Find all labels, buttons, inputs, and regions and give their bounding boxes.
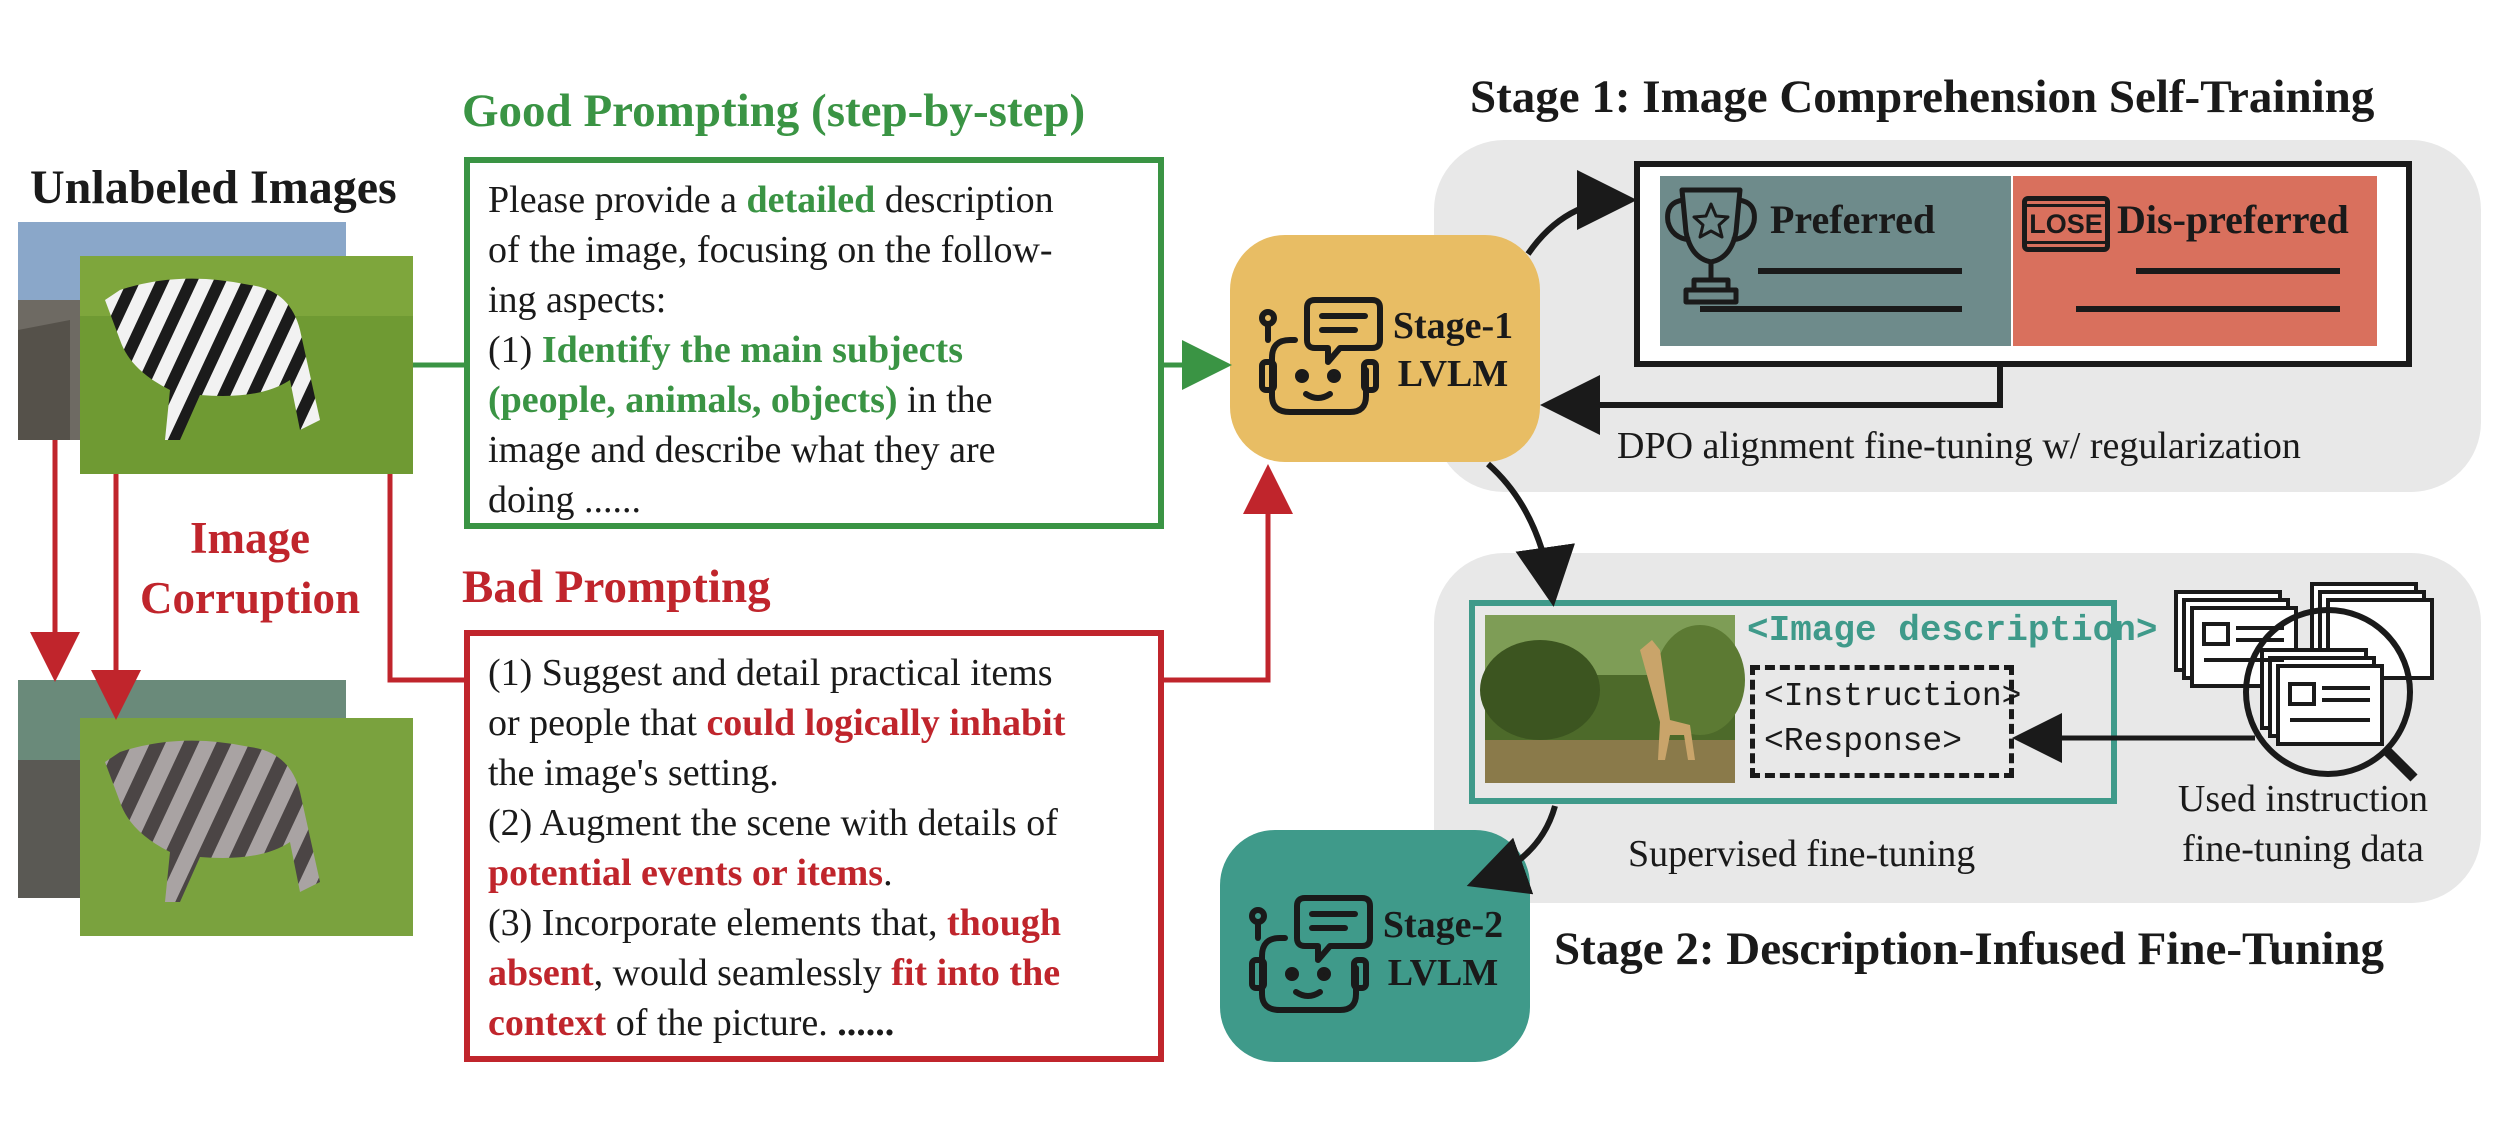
good-prompt-line: of the image, focusing on the follow- — [488, 225, 1140, 275]
stage2-lvlm-label: Stage-2 LVLM — [1382, 904, 1504, 994]
bad-prompt-line: (1) Suggest and detail practical items — [488, 648, 1140, 698]
dispreferred-line-1 — [2136, 268, 2340, 274]
bad-prompt-segment: could logically inhabit — [706, 702, 1066, 744]
response-tag: <Response> — [1764, 723, 1963, 760]
instruction-tag: <Instruction> — [1764, 678, 2022, 715]
good-prompt-segment: (people, animals, objects) — [488, 379, 898, 421]
good-prompt-line: ing aspects: — [488, 275, 1140, 325]
bad-prompt-segment: the image's setting. — [488, 752, 779, 794]
bad-prompt-line: absent, would seamlessly fit into the — [488, 948, 1140, 998]
lose-badge-text: LOSE — [2023, 204, 2109, 244]
good-prompt-segment: Identify the main subjects — [541, 329, 963, 371]
bad-prompt-segment: potential events or items — [488, 852, 884, 894]
dpo-caption: DPO alignment fine-tuning w/ regularizat… — [1617, 425, 2301, 467]
bad-prompt-line: or people that could logically inhabit — [488, 698, 1140, 748]
bad-prompt-segment: (3) Incorporate elements that, — [488, 902, 947, 944]
railway-image-corrupted — [18, 680, 346, 898]
bad-prompt-line: the image's setting. — [488, 748, 1140, 798]
good-prompting-title: Good Prompting (step-by-step) — [462, 85, 1086, 137]
bad-prompt-segment: . — [883, 852, 893, 894]
bad-prompt-segment: (1) Suggest and detail practical items — [488, 652, 1053, 694]
zebra-image — [80, 256, 413, 474]
good-prompt-line: (people, animals, objects) in the — [488, 375, 1140, 425]
good-prompt-segment: detailed — [746, 179, 876, 221]
dispreferred-label: Dis-preferred — [2117, 197, 2349, 242]
preferred-line-2 — [1700, 306, 1962, 312]
dispreferred-line-2 — [2076, 306, 2340, 312]
good-prompt-segment: of the image, focusing on the follow- — [488, 229, 1053, 271]
good-prompt-line: image and describe what they are — [488, 425, 1140, 475]
image-corruption-label: Image Corruption — [139, 513, 360, 623]
stage1-title: Stage 1: Image Comprehension Self-Traini… — [1470, 71, 2375, 123]
bad-prompt-segment: of the picture. — [606, 1002, 838, 1044]
sft-frame — [1469, 600, 2117, 804]
railway-image-back — [18, 222, 346, 440]
lose-badge-icon: LOSE — [2022, 196, 2110, 252]
stage2-title: Stage 2: Description-Infused Fine-Tuning — [1554, 923, 2385, 975]
bad-prompt-line: context of the picture. ...... — [488, 998, 1140, 1048]
zebra-image-corrupted — [80, 718, 413, 936]
unlabeled-images-title: Unlabeled Images — [30, 161, 397, 214]
good-prompt-segment: Please provide a — [488, 179, 747, 221]
instruction-response-box — [1750, 665, 2014, 778]
bad-prompt-segment: (2) Augment the scene with details of — [488, 802, 1058, 844]
good-prompt-segment: ing aspects: — [488, 279, 667, 321]
bad-prompt-line: (3) Incorporate elements that, though — [488, 898, 1140, 948]
good-prompt-line: (1) Identify the main subjects — [488, 325, 1140, 375]
image-description-tag: <Image description> — [1747, 610, 2158, 651]
bad-prompt-segment: or people that — [488, 702, 707, 744]
sft-caption: Supervised fine-tuning — [1628, 833, 1976, 875]
used-data-caption: Used instruction fine-tuning data — [2177, 778, 2429, 870]
good-prompt-line: Please provide a detailed description — [488, 175, 1140, 225]
bad-prompt-line: (2) Augment the scene with details of — [488, 798, 1140, 848]
bad-prompt-segment: , would seamlessly — [593, 952, 892, 994]
good-prompt-segment: image and describe what they are — [488, 429, 996, 471]
bad-prompt-segment: fit into the — [891, 952, 1061, 994]
good-prompt-segment: doing ...... — [488, 479, 642, 521]
bad-prompt-segment: context — [488, 1002, 607, 1044]
preferred-line-1 — [1758, 268, 1962, 274]
good-prompt-segment: description — [875, 179, 1054, 221]
bad-prompting-title: Bad Prompting — [462, 561, 771, 613]
bad-prompt-segment: absent — [488, 952, 594, 994]
bad-prompt-line: potential events or items. — [488, 848, 1140, 898]
good-prompt-line: doing ...... — [488, 475, 1140, 525]
preferred-label: Preferred — [1770, 197, 1936, 242]
stage1-lvlm-label: Stage-1 LVLM — [1392, 305, 1514, 395]
good-prompt-segment: (1) — [488, 329, 542, 371]
good-prompt-segment: in the — [897, 379, 993, 421]
bad-prompt-segment: though — [946, 902, 1062, 944]
bad-prompt-segment: ...... — [837, 1002, 895, 1044]
